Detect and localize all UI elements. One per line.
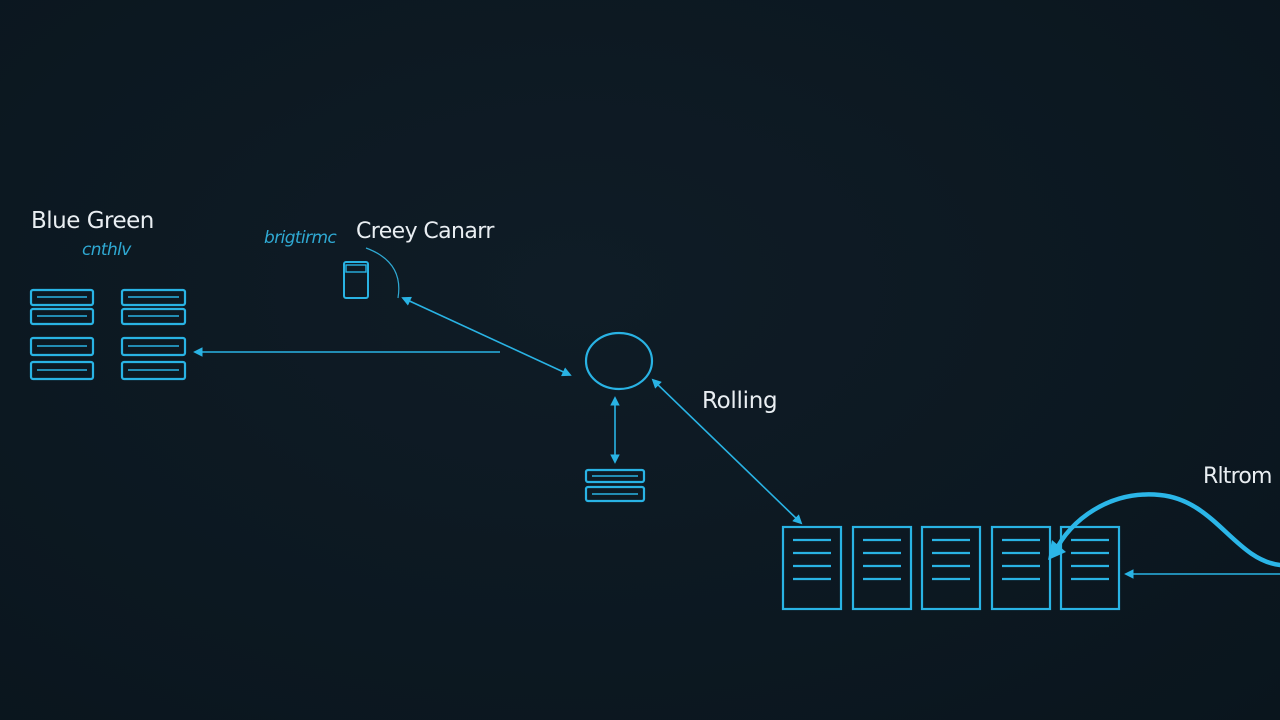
rolling-label: Rolling	[702, 388, 778, 414]
rolling-server-racks	[781, 525, 1121, 611]
right-edge-label: Rltrom	[1203, 464, 1272, 489]
curved-rollback-arrow	[1052, 492, 1280, 568]
server-stack-blue	[29, 288, 95, 381]
small-server-stack	[584, 468, 646, 503]
blue-green-server-group	[29, 288, 187, 381]
arrow-to-rolling	[651, 378, 803, 525]
arrow-to-canary	[401, 296, 572, 377]
rolling-server-1	[781, 525, 843, 611]
rolling-server-5	[1059, 525, 1121, 611]
blue-green-sublabel: cnthlv	[82, 240, 131, 260]
load-balancer-node	[584, 331, 654, 391]
canary-label: Creey Canarr	[356, 219, 494, 244]
server-stack-green	[120, 288, 187, 381]
rolling-server-2	[851, 525, 913, 611]
rolling-server-3	[920, 525, 982, 611]
blue-green-label: Blue Green	[31, 208, 154, 234]
canary-instance	[343, 247, 400, 299]
rolling-server-4	[990, 525, 1052, 611]
canary-sublabel: brigtirmc	[264, 228, 337, 248]
curved-arrow-head	[1048, 540, 1066, 560]
